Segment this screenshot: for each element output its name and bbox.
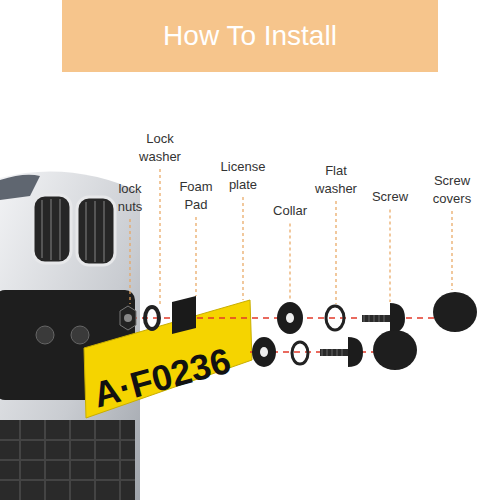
leader-line xyxy=(129,219,130,304)
part-name: Collar xyxy=(265,202,315,220)
flat-washer xyxy=(292,342,308,364)
lock-nut xyxy=(120,306,136,330)
part-name: Screw covers xyxy=(425,172,479,207)
part-name: lock nuts xyxy=(108,180,153,215)
part-name: Foam Pad xyxy=(174,178,219,213)
part-name: Flat washer xyxy=(311,162,361,197)
part-name: Screw xyxy=(365,188,415,206)
lock-washer xyxy=(145,307,159,329)
collar xyxy=(252,337,276,367)
screw xyxy=(362,303,405,333)
headlight xyxy=(0,175,40,200)
screw xyxy=(320,337,363,367)
title: How To Install xyxy=(62,0,438,72)
title-banner xyxy=(62,0,438,72)
leader-line xyxy=(159,169,160,304)
foam-pad xyxy=(172,296,196,334)
mount-hole xyxy=(36,326,54,344)
screw-cover xyxy=(373,330,417,370)
collar-hole xyxy=(286,313,294,323)
flat-washer xyxy=(326,306,344,330)
leader-line xyxy=(242,197,243,300)
leader-line xyxy=(389,210,390,302)
lock-nut-hole xyxy=(124,314,132,322)
leader-line xyxy=(335,201,336,304)
screw-cover xyxy=(433,292,477,332)
lower-intake xyxy=(0,420,135,500)
leader-line xyxy=(195,217,196,296)
kidney-grille xyxy=(33,195,115,265)
part-name: License plate xyxy=(213,158,273,193)
collar xyxy=(277,302,303,334)
collar-hole xyxy=(260,347,268,357)
part-name: Lock washer xyxy=(133,130,188,165)
leader-line xyxy=(451,211,452,290)
mount-hole xyxy=(71,326,89,344)
leader-line xyxy=(289,224,290,300)
